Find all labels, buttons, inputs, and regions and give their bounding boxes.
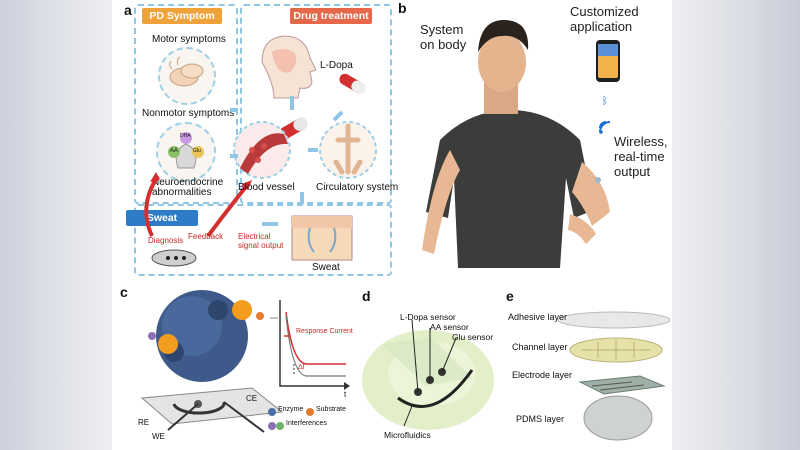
l-dopa-label: L-Dopa <box>320 60 353 71</box>
response-current-label: Response Current <box>296 328 353 335</box>
motor-symptoms-label: Motor symptoms <box>152 34 226 45</box>
ce-label: CE <box>246 394 258 403</box>
svg-text:ᛒ: ᛒ <box>602 96 608 107</box>
molecule-glu: Glu <box>193 148 201 154</box>
microfluidics-label: Microfluidics <box>384 430 431 440</box>
feedback-label: Feedback <box>188 232 224 241</box>
nonmotor-symptoms-illustration: DHA AA Glu <box>156 122 216 182</box>
motor-symptoms-illustration <box>158 47 216 105</box>
nonmotor-symptoms-label: Nonmotor symptoms <box>142 108 235 119</box>
panel-label-e: e <box>506 288 514 304</box>
left-background-margin <box>0 0 112 450</box>
glu-sensor-label: Glu sensor <box>452 332 494 342</box>
panel-label-d: d <box>362 288 371 304</box>
system-on-body-label: System on body <box>420 22 467 52</box>
panel-b-drawings: ᛒ <box>422 20 620 268</box>
customized-application-label: Customized application <box>570 4 639 34</box>
panel-d-drawings <box>362 319 494 430</box>
molecule-dha: DHA <box>180 133 191 139</box>
aa-sensor-label: AA sensor <box>430 322 469 332</box>
panel-label-a: a <box>124 2 132 18</box>
legend-enzyme: Enzyme <box>278 406 304 413</box>
sweat-sensing-box <box>134 204 392 276</box>
diagnosis-label: Diagnosis <box>148 236 184 245</box>
legend-substrate: Substrate <box>316 406 346 413</box>
panel-label-c: c <box>120 284 128 300</box>
panel-a-drawings <box>144 35 377 267</box>
panel-label-b: b <box>398 0 407 16</box>
panel-e-drawings <box>557 311 671 441</box>
adhesive-layer-label: Adhesive layer <box>508 312 568 322</box>
pd-symptom-box <box>134 4 238 204</box>
electrical-signal-label: Electrical signal output <box>238 232 284 250</box>
blood-vessel-label: Blood vessel <box>238 182 295 193</box>
t-axis-label: t <box>344 390 347 399</box>
wireless-output-label: Wireless, real-time output <box>614 134 668 179</box>
hands-icon <box>169 56 204 87</box>
re-label: RE <box>138 418 150 427</box>
electrode-layer-label: Electrode layer <box>512 370 573 380</box>
drug-treatment-box <box>240 4 392 204</box>
right-background-margin <box>672 0 800 450</box>
circulatory-system-label: Circulatory system <box>316 182 399 193</box>
scientific-figure: a PD Symptom Drug treatment Sweat sensin… <box>112 0 672 450</box>
delta-i-label: ΔI <box>298 364 305 371</box>
neuroendocrine-label: Neuroendocrine abnormalities <box>152 177 224 198</box>
brain-molecules-icon <box>168 132 204 169</box>
legend-interferences: Interferences <box>286 420 327 427</box>
l-dopa-sensor-label: L-Dopa sensor <box>400 312 456 322</box>
we-label: WE <box>152 432 165 441</box>
channel-layer-label: Channel layer <box>512 342 568 352</box>
molecule-aa: AA <box>170 148 179 154</box>
drug-treatment-header: Drug treatment <box>290 8 372 24</box>
pdms-layer-label: PDMS layer <box>516 414 565 424</box>
pd-symptom-header: PD Symptom <box>142 8 222 24</box>
sweat-sensing-header: Sweat sensing <box>126 210 198 240</box>
sweat-label: Sweat <box>312 262 340 273</box>
panel-c-drawings <box>140 290 350 433</box>
